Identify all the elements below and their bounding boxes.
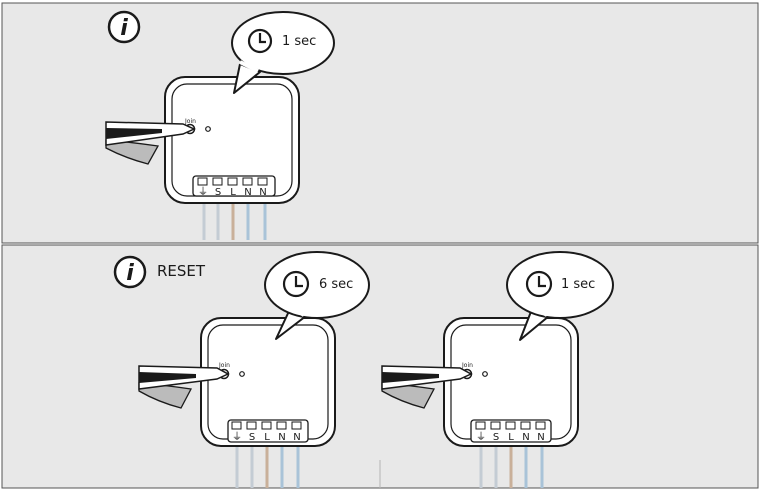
led-indicator [239,371,245,377]
led-indicator [205,126,211,132]
svg-text:i: i [120,16,128,41]
join-label: Join [218,362,230,369]
panel-bottom [1,244,759,489]
bubble-text: 1 sec [282,34,316,49]
info-icon: i [107,10,141,44]
terminal-label: N [278,432,285,443]
pen-icon [138,365,230,409]
speech-bubble: 1 sec [231,11,335,94]
wires [202,198,267,240]
clock-icon [525,270,553,298]
device: Join ⏚ S L N N [443,317,579,447]
svg-text:i: i [126,261,134,286]
wires [235,442,300,488]
led-indicator [482,371,488,377]
clock-icon [282,270,310,298]
device: Join ⏚ S L N N [200,317,336,447]
bubble-text: 6 sec [319,277,353,292]
speech-bubble: 1 sec [506,251,614,341]
terminal-label: S [215,187,221,198]
terminal-label: S [493,432,499,443]
pen-icon [381,365,473,409]
terminal-label: N [293,432,300,443]
pen-icon [105,121,196,165]
clock-icon [247,28,273,54]
wires [479,442,544,488]
terminal-label: ⏚ [232,431,242,443]
terminal-label: L [508,432,514,443]
terminal-label: N [259,187,266,198]
terminal-label: S [249,432,255,443]
bubble-text: 1 sec [561,277,595,292]
terminal-label: L [230,187,236,198]
terminal-label: ⏚ [198,186,208,198]
join-label: Join [184,118,196,125]
terminal-label: N [537,432,544,443]
info-icon: i [113,255,147,289]
terminal-label: N [522,432,529,443]
device: Join ⏚ S L N N [164,76,300,204]
reset-title: RESET [157,262,206,280]
terminal-label: L [264,432,270,443]
terminal-label: ⏚ [476,431,486,443]
join-label: Join [461,362,473,369]
terminal-label: N [244,187,251,198]
speech-bubble: 6 sec [264,251,370,340]
